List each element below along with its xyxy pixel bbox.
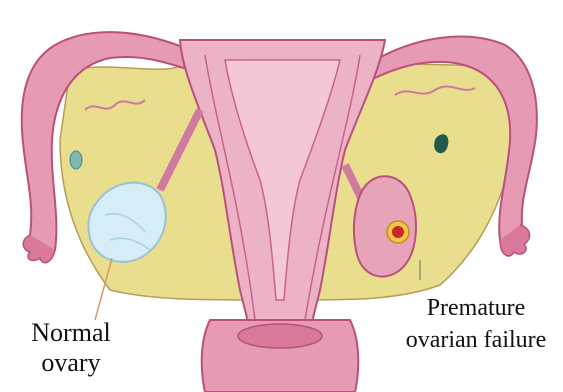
premature-ovarian-failure-label-line2: ovarian failure	[392, 324, 560, 356]
left-follicle	[70, 151, 82, 169]
cervical-os	[238, 324, 322, 348]
normal-ovary-label: Normal ovary	[6, 318, 136, 378]
premature-ovarian-failure-label-line1: Premature	[392, 292, 560, 324]
premature-ovarian-failure-label: Premature ovarian failure	[392, 292, 560, 356]
normal-ovary-label-line2: ovary	[6, 348, 136, 378]
ovary-lesion-core	[392, 226, 404, 238]
normal-ovary-label-line1: Normal	[6, 318, 136, 348]
